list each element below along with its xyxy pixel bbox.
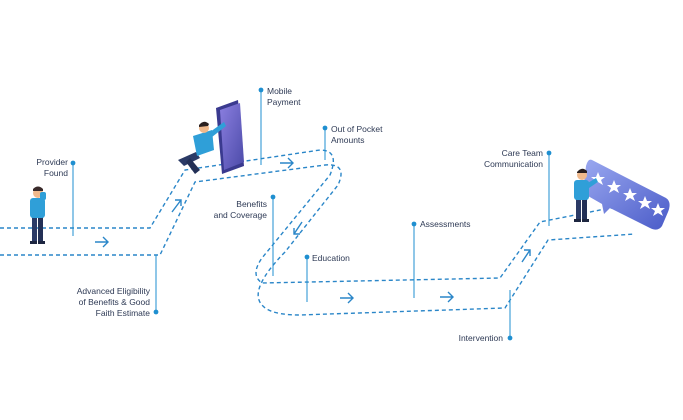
- arrow-right-icon: [440, 291, 454, 303]
- arrow-down-left-icon: [293, 221, 303, 235]
- marker-lines: [72, 90, 550, 338]
- arrow-up-right-icon: [171, 199, 182, 213]
- label-education: Education: [312, 253, 350, 263]
- arrow-up-right-icon: [521, 249, 531, 263]
- label-care-team-communication: Care Team Communication: [483, 148, 543, 169]
- arrow-right-icon: [280, 157, 294, 169]
- person-pushing-figure: [178, 121, 226, 174]
- label-intervention: Intervention: [458, 333, 503, 343]
- label-mobile-payment: Mobile Payment: [267, 86, 301, 107]
- label-advanced-eligibility: Advanced Eligibility of Benefits & Good …: [76, 286, 150, 318]
- marker-dots: [70, 87, 552, 341]
- person-reviewing-figure: [574, 168, 598, 222]
- label-benefits-coverage: Benefits and Coverage: [213, 199, 267, 220]
- arrow-right-icon: [340, 292, 354, 304]
- journey-path-lower: [0, 164, 636, 316]
- rating-bubble-illustration: [583, 159, 670, 230]
- person-on-phone-figure: [30, 186, 46, 244]
- phone-illustration: [216, 100, 244, 174]
- arrow-right-icon: [95, 236, 109, 248]
- label-out-of-pocket: Out of Pocket Amounts: [331, 124, 383, 145]
- label-assessments: Assessments: [420, 219, 471, 229]
- label-provider-found: Provider Found: [36, 157, 68, 178]
